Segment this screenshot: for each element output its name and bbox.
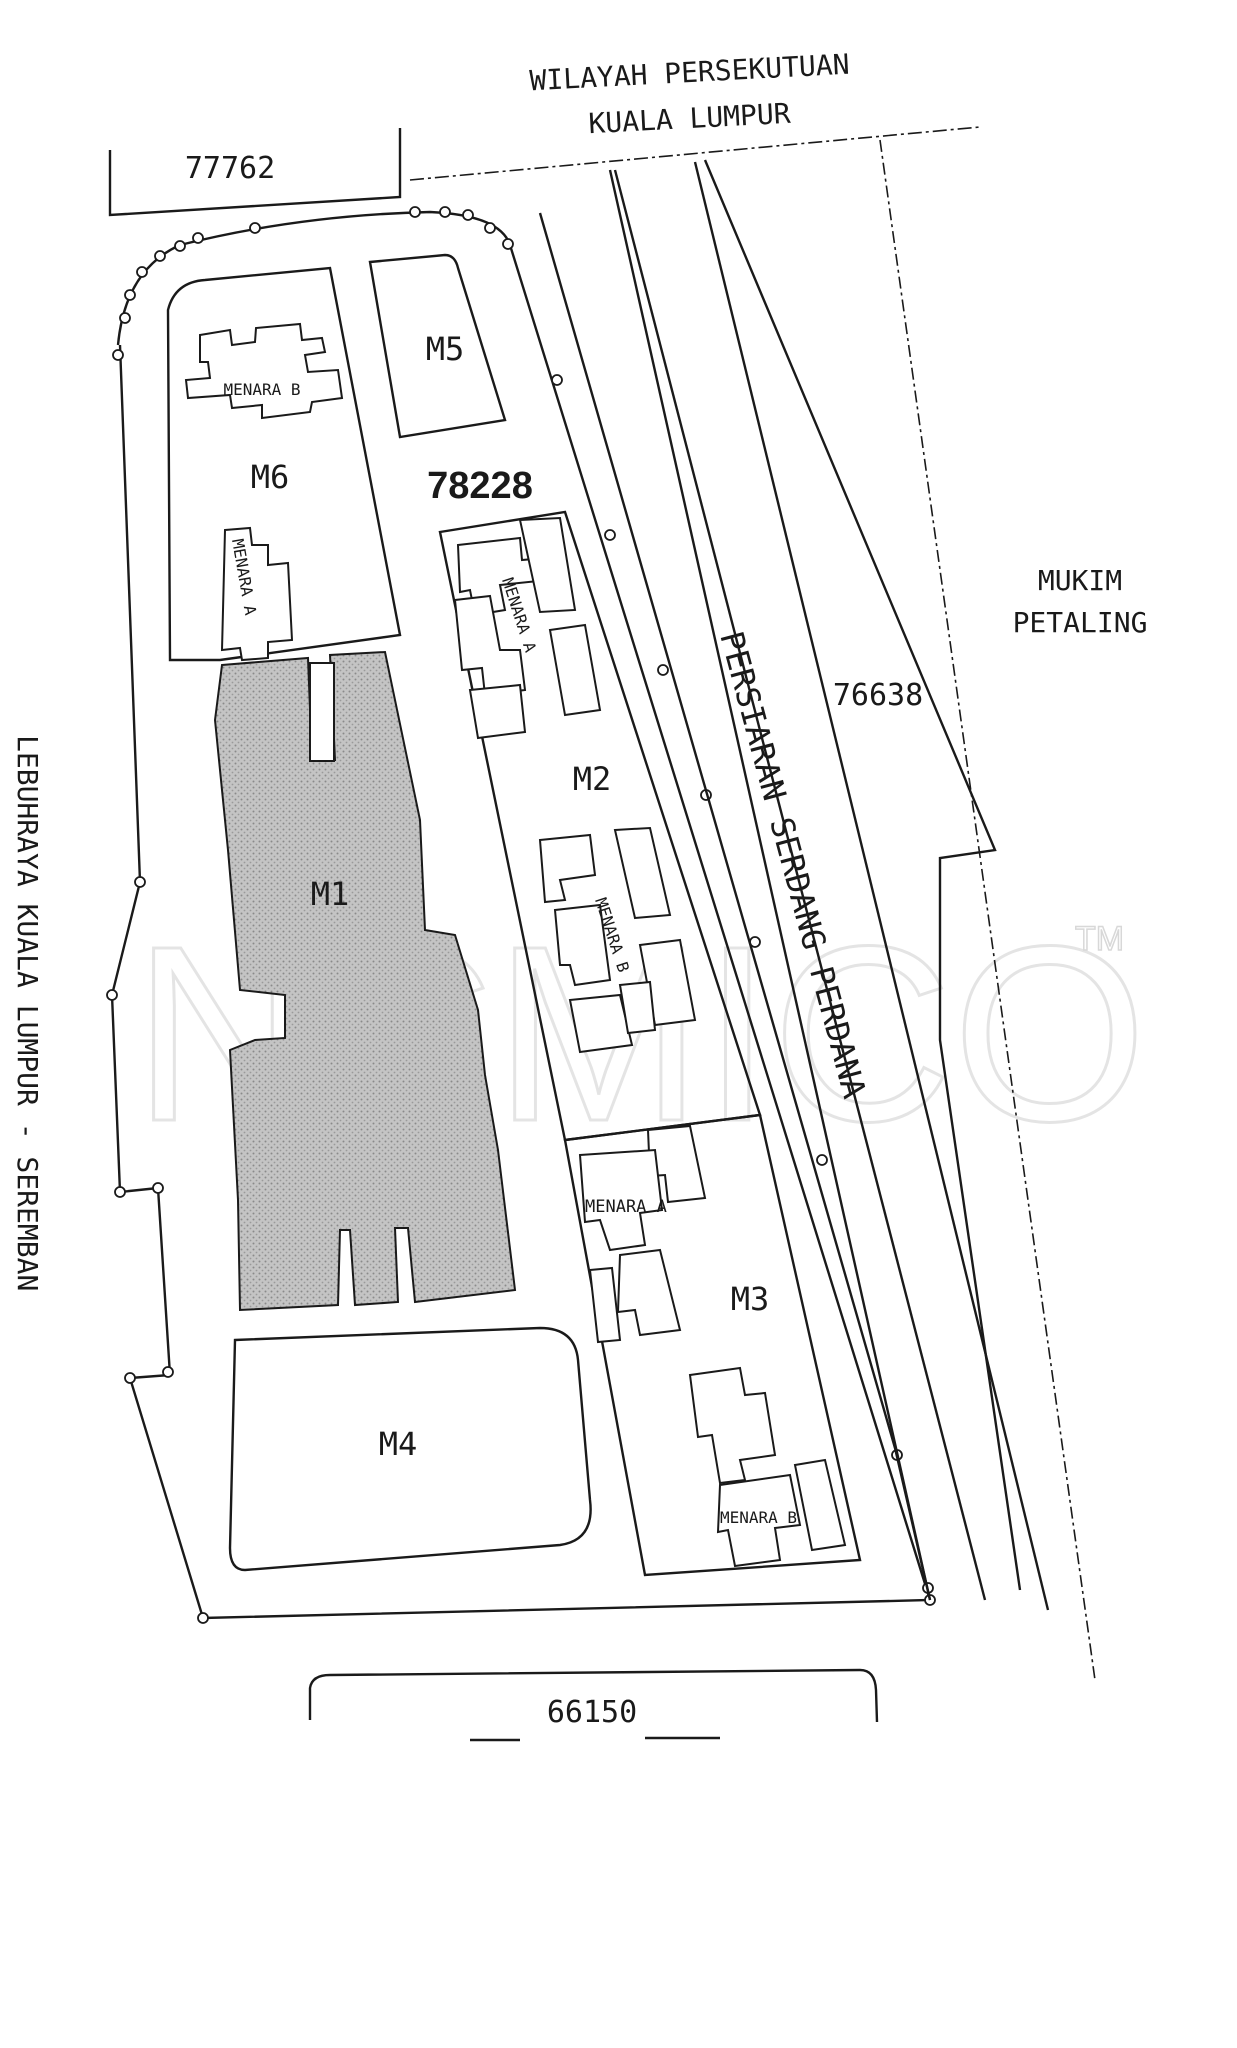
label-lot-76638: 76638 [833,678,923,713]
menara-b-m2 [538,826,697,1054]
menara-a-m2 [453,516,602,740]
parcel-m1 [213,650,517,1312]
label-menara-b-m6: MENARA B [223,380,300,399]
label-m6: M6 [251,458,290,496]
watermark-tm: TM [1075,920,1124,958]
label-lot-66150: 66150 [547,1695,637,1730]
menara-b-m3 [688,1366,847,1568]
label-wilayah-1: WILAYAH PERSEKUTUAN [529,48,851,98]
label-road-left: LEBUHRAYA KUALA LUMPUR - SEREMBAN [11,735,44,1291]
label-mukim-1: MUKIM [1038,564,1122,597]
federal-boundary-line [409,126,981,181]
label-menara-a-m3: MENARA A [585,1197,667,1217]
parcel-m3 [563,1113,862,1577]
lot-66150-boundary [308,1668,879,1723]
label-m3: M3 [731,1280,770,1318]
label-menara-b-m3: MENARA B [720,1508,797,1527]
label-m4: M4 [379,1425,418,1463]
rail-line-1 [613,169,987,1601]
mukim-boundary [879,139,1096,1681]
label-m2: M2 [573,760,612,798]
lot-77762-boundary [108,128,402,217]
label-lot-78228: 78228 [427,465,533,507]
label-m5: M5 [426,330,465,368]
label-m1: M1 [311,875,350,913]
menara-a-m6 [220,526,294,662]
scale-bar [470,1736,720,1742]
label-mukim-2: PETALING [1013,606,1148,639]
rail-line-3 [703,159,1022,1591]
parcel-m4 [228,1326,592,1572]
menara-b-m6 [184,322,344,420]
rail-line-2 [693,161,1050,1611]
label-lot-77762: 77762 [185,151,275,186]
parcel-m5 [368,253,507,439]
lot-76638-edge [608,169,932,1601]
site-boundary [110,210,932,1620]
label-wilayah-2: KUALA LUMPUR [588,97,792,141]
menara-a-m3 [578,1124,707,1344]
parcel-m6 [166,266,402,662]
m1-notch [309,662,335,762]
